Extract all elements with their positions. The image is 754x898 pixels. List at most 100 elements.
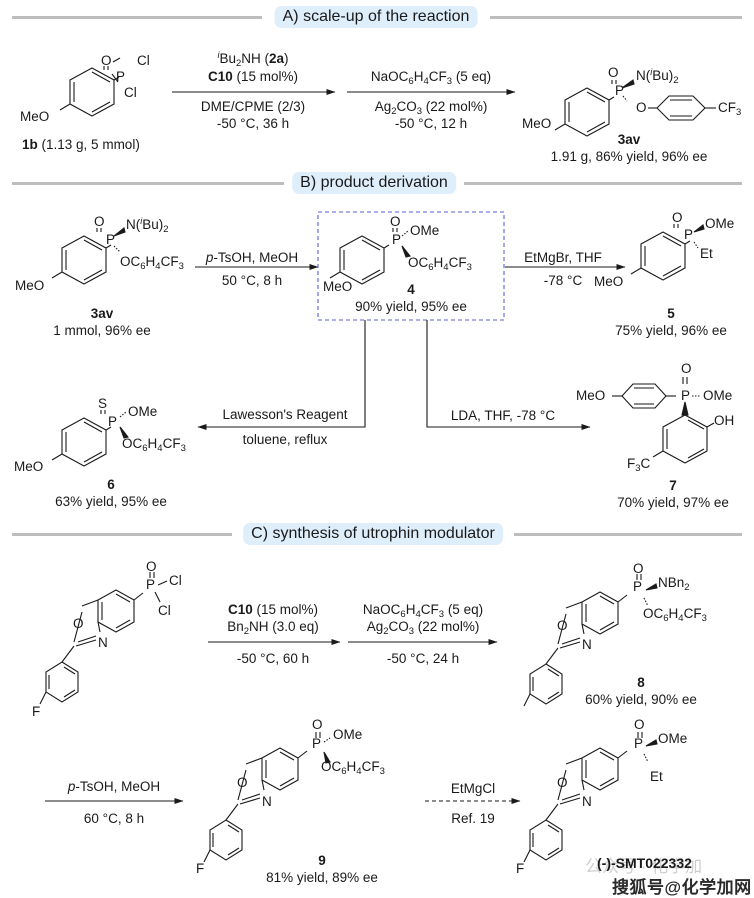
compound-detail: 1 mmol, 96% ee xyxy=(53,323,151,338)
atom-f: F xyxy=(32,704,41,719)
atom-et: Et xyxy=(650,769,663,784)
reagent-ptsoh: p-TsOH, MeOH xyxy=(67,779,161,794)
atom-o: O xyxy=(636,100,647,115)
atom-ome: OMe xyxy=(128,404,158,419)
compound-label: 5 xyxy=(667,306,675,321)
compound-detail: 90% yield, 95% ee xyxy=(355,299,467,314)
structure-3av xyxy=(554,79,716,137)
atom-oh: OH xyxy=(714,413,735,428)
section-b-rule-right xyxy=(464,182,742,185)
compound-detail: 63% yield, 95% ee xyxy=(55,494,167,509)
atom-cl: Cl xyxy=(169,573,182,588)
atom-ring-o: O xyxy=(557,775,568,790)
reagent-etmgbr: EtMgBr, THF xyxy=(524,250,602,265)
atom-ring-o: O xyxy=(73,616,84,631)
structure-1b xyxy=(59,57,121,117)
compound-detail: (1.13 g, 5 mmol) xyxy=(41,137,140,152)
compound-detail: 70% yield, 97% ee xyxy=(617,495,729,510)
section-c-rule-left xyxy=(12,533,232,536)
compound-detail: 81% yield, 89% ee xyxy=(266,870,378,885)
reference-note: Ref. 19 xyxy=(451,811,495,826)
condition-temp-time: 50 °C, 8 h xyxy=(221,273,283,288)
atom-o: O xyxy=(312,717,323,732)
atom-o: O xyxy=(94,214,105,229)
atom-o: O xyxy=(681,361,692,376)
condition-solvent: toluene, reflux xyxy=(242,432,328,447)
condition-temp-time: 60 °C, 8 h xyxy=(83,811,145,826)
atom-cl: Cl xyxy=(124,85,137,100)
atom-meo: MeO xyxy=(594,274,624,289)
structure-8 xyxy=(523,574,658,707)
compound-label: 6 xyxy=(107,477,115,492)
atom-o: O xyxy=(672,210,683,225)
atom-p: P xyxy=(681,388,691,403)
atom-p: P xyxy=(312,736,322,751)
atom-ome: OMe xyxy=(410,223,440,238)
watermark-line1: 公众号 · 化学加 xyxy=(585,857,703,876)
atom-p: P xyxy=(634,736,644,751)
atom-meo: MeO xyxy=(20,109,50,124)
atom-n-ibu2: N(iBu)2 xyxy=(126,216,169,235)
structure-7 xyxy=(612,377,715,464)
compound-label: 9 xyxy=(318,853,326,868)
compound-1b-caption: 1b (1.13 g, 5 mmol) xyxy=(22,137,140,153)
compound-label: 7 xyxy=(669,478,677,493)
highlight-box-4 xyxy=(317,211,505,321)
compound-label: 1b xyxy=(22,137,38,152)
atom-p: P xyxy=(615,83,625,98)
atom-ome: OMe xyxy=(703,388,733,403)
atom-ring-n: N xyxy=(262,794,272,809)
watermark-line2: 搜狐号@化学加网 xyxy=(612,878,752,897)
atom-cl: Cl xyxy=(158,603,171,618)
atom-ring-o: O xyxy=(237,775,248,790)
atom-oar: OC6H4CF3 xyxy=(643,606,707,624)
compound-label: (-)-SMT022332 xyxy=(597,855,692,871)
atom-oar: OC6H4CF3 xyxy=(321,759,385,777)
reagent-ag2co3: Ag2CO3 (22 mol%) xyxy=(366,619,480,637)
condition-temp: -78 °C xyxy=(543,273,583,288)
atom-f: F xyxy=(516,861,525,876)
atom-o: O xyxy=(633,561,644,576)
reagent-bn2nh: Bn2NH (3.0 eq) xyxy=(227,619,319,637)
atom-s: S xyxy=(98,396,108,411)
structure-4 xyxy=(329,228,411,285)
atom-f: F xyxy=(196,861,205,876)
atom-p: P xyxy=(392,232,402,247)
structure-3av-b xyxy=(51,227,126,285)
atom-p: P xyxy=(684,227,694,242)
reagent-lawesson: Lawesson's Reagent xyxy=(222,407,348,422)
atom-ome: OMe xyxy=(705,216,735,231)
atom-o: O xyxy=(634,717,645,732)
atom-meo: MeO xyxy=(15,278,45,293)
atom-nbn2: NBn2 xyxy=(658,575,690,593)
atom-ring-n: N xyxy=(582,637,592,652)
atom-p: P xyxy=(116,69,126,84)
atom-ome: OMe xyxy=(333,727,363,742)
atom-et: Et xyxy=(700,246,713,261)
reagent-lda: LDA, THF, -78 °C xyxy=(450,408,556,423)
compound-detail: 60% yield, 90% ee xyxy=(585,692,697,707)
compound-label: 8 xyxy=(637,675,645,690)
atom-p: P xyxy=(108,414,118,429)
reagent-ag2co3: Ag2CO3 (22 mol%) xyxy=(374,99,488,117)
atom-ring-o: O xyxy=(557,618,568,633)
atom-p: P xyxy=(146,577,156,592)
structure-smt022332 xyxy=(523,732,658,863)
atom-ring-n: N xyxy=(98,635,108,650)
atom-ring-n: N xyxy=(582,794,592,809)
atom-meo: MeO xyxy=(522,116,552,131)
compound-label: 3av xyxy=(617,132,641,147)
atom-o: O xyxy=(101,53,112,68)
atom-cl: Cl xyxy=(137,53,150,68)
atom-o: O xyxy=(608,65,619,80)
atom-meo: MeO xyxy=(576,388,606,403)
atom-o: O xyxy=(146,559,157,574)
atom-ome: OMe xyxy=(658,731,688,746)
section-a-rule-right xyxy=(490,16,742,19)
structure-6 xyxy=(51,410,129,467)
reagent-c10: C10 (15 mol%) xyxy=(207,69,299,84)
section-b-title: B) product derivation xyxy=(292,172,456,194)
reagent-naoar: NaOC6H4CF3 (5 eq) xyxy=(370,69,492,87)
